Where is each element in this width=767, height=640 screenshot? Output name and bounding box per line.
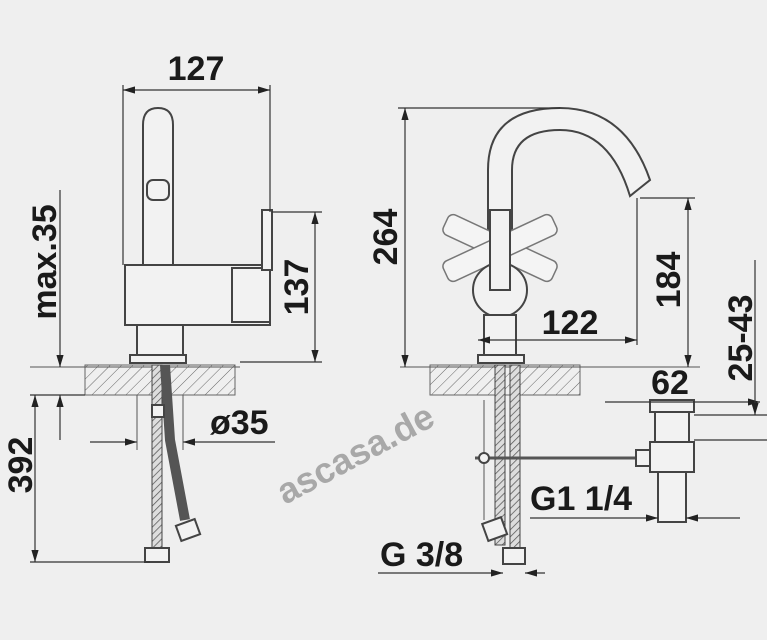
faucet-spout-front [487,106,652,291]
dim-drain-range-25-43: 25-43 [722,295,760,382]
dim-hose-392: 392 [2,437,40,494]
front-view: 264 184 122 62 25-43 G1 1/4 G 3/8 [367,106,767,577]
drain-valve [635,399,695,523]
dim-drain-offset-62: 62 [651,364,689,402]
dim-total-height-264: 264 [367,209,405,266]
lever-side [261,209,273,271]
dim-spout-reach-122: 122 [542,304,599,342]
watermark: ascasa.de [270,395,441,512]
dim-hole-diameter: ø35 [210,404,269,442]
dim-spout-height-184: 184 [650,252,688,309]
side-view: 127 137 max.35 392 ø35 [2,50,322,563]
dim-width-127: 127 [168,50,225,88]
dim-lever-height-137: 137 [278,259,316,316]
dim-drain-thread: G1 1/4 [530,480,632,518]
dim-supply-thread: G 3/8 [380,536,463,574]
dim-counter-max35: max.35 [26,204,64,319]
